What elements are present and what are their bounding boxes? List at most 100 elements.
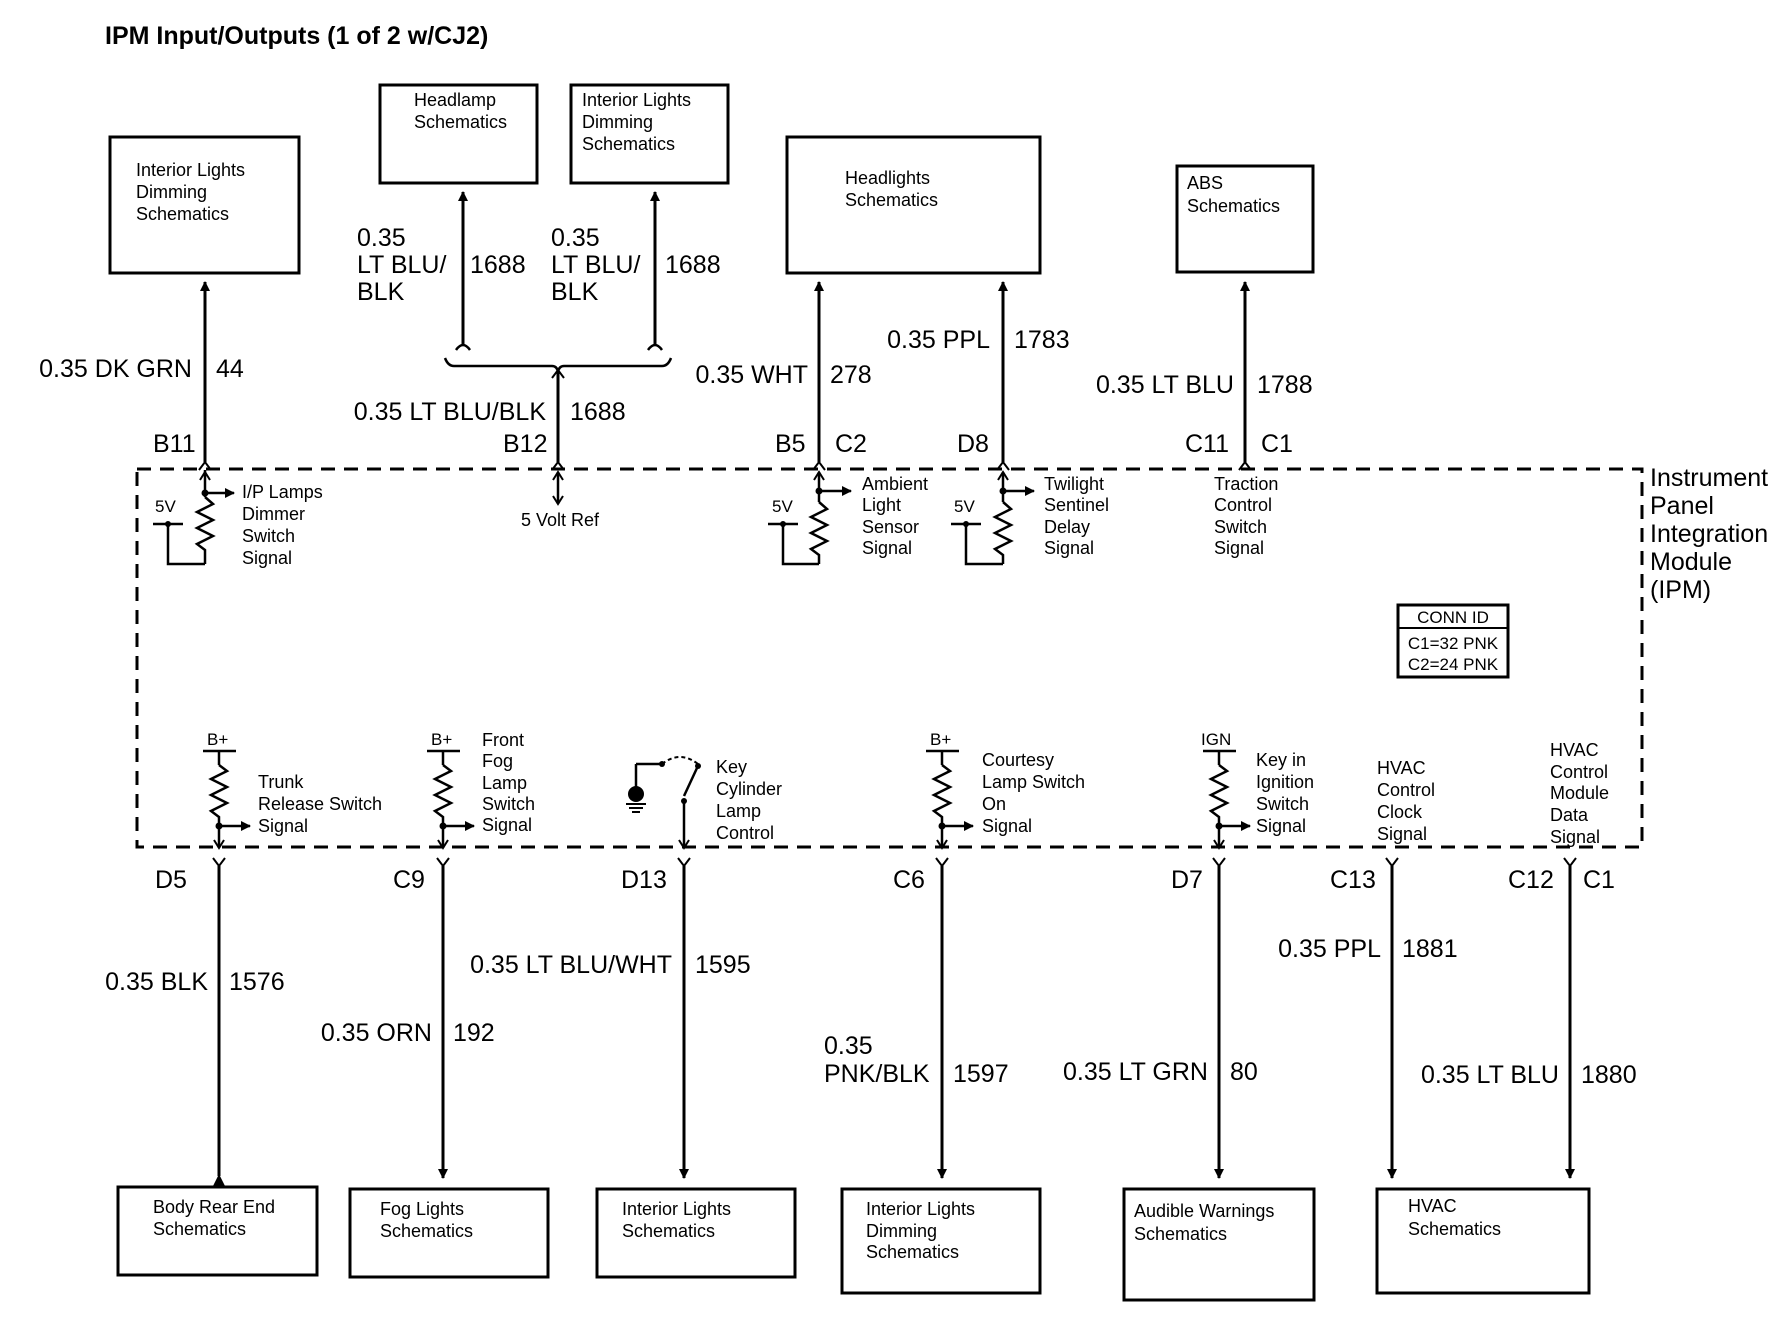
wire-c12	[1563, 857, 1577, 1179]
branch-2-circuit: 1688	[665, 251, 721, 279]
signal-label-hvac-data: HVAC Control Module Data Signal	[1550, 740, 1609, 847]
svg-text:Traction: Traction	[1214, 474, 1278, 494]
svg-text:Ignition: Ignition	[1256, 772, 1314, 792]
svg-text:Dimming: Dimming	[136, 182, 207, 202]
svg-text:Key in: Key in	[1256, 750, 1306, 770]
signal-label-fog: Front Fog Lamp Switch Signal	[482, 730, 535, 835]
branch-1-color-line-3: BLK	[357, 278, 405, 306]
schematic-block-interior-lights-dimming-top-2[interactable]: Interior Lights Dimming Schematics	[569, 83, 730, 185]
schematic-block-interior-lights-dimming-top[interactable]: Interior Lights Dimming Schematics	[108, 135, 301, 275]
svg-text:Control: Control	[1550, 762, 1608, 782]
ambient-light-sensor-circuit	[768, 470, 852, 566]
svg-text:Control: Control	[1377, 780, 1435, 800]
connector-c1-top: C1	[1261, 430, 1293, 458]
svg-text:C2=24 PNK: C2=24 PNK	[1408, 655, 1499, 674]
branch-1-color-line-1: 0.35	[357, 224, 406, 252]
svg-text:Data: Data	[1550, 805, 1589, 825]
svg-text:Schematics: Schematics	[153, 1219, 246, 1239]
wire-circuit-d5: 1576	[229, 968, 285, 996]
wire-color-c13: 0.35 PPL	[1278, 935, 1381, 963]
svg-text:Interior Lights: Interior Lights	[622, 1199, 731, 1219]
schematic-block-audible-warnings[interactable]: Audible Warnings Schematics	[1122, 1187, 1316, 1302]
wire-c13	[1385, 857, 1399, 1179]
signal-label-dimmer: I/P Lamps Dimmer Switch Signal	[242, 482, 323, 568]
supply-label-dimmer: 5V	[155, 497, 176, 516]
schematic-block-body-rear-end[interactable]: Body Rear End Schematics	[116, 1185, 319, 1277]
svg-text:Lamp Switch: Lamp Switch	[982, 772, 1085, 792]
signal-label-courtesy: Courtesy Lamp Switch On Signal	[982, 750, 1085, 836]
wire-b12-splice	[443, 191, 673, 471]
module-label: Instrument Panel Integration Module (IPM…	[1650, 464, 1768, 604]
svg-text:Control: Control	[716, 823, 774, 843]
wire-color-c6-line-1: 0.35	[824, 1032, 873, 1060]
schematic-block-interior-lights[interactable]: Interior Lights Schematics	[595, 1187, 797, 1279]
wire-c6	[935, 857, 949, 1179]
signal-label-key-cylinder: Key Cylinder Lamp Control	[716, 757, 782, 843]
svg-text:Trunk: Trunk	[258, 772, 304, 792]
wire-d7	[1212, 857, 1226, 1179]
svg-text:HVAC: HVAC	[1408, 1196, 1457, 1216]
svg-text:CONN ID: CONN ID	[1417, 608, 1489, 627]
pin-d13: D13	[621, 866, 667, 894]
wire-color-d7: 0.35 LT GRN	[1063, 1058, 1208, 1086]
svg-text:Signal: Signal	[982, 816, 1032, 836]
wire-circuit-b12: 1688	[570, 398, 626, 426]
svg-text:Switch: Switch	[242, 526, 295, 546]
svg-text:Delay: Delay	[1044, 517, 1090, 537]
svg-text:Signal: Signal	[1044, 538, 1094, 558]
svg-text:Panel: Panel	[1650, 492, 1714, 520]
svg-text:Twilight: Twilight	[1044, 474, 1104, 494]
wire-color-d13: 0.35 LT BLU/WHT	[470, 951, 672, 979]
courtesy-lamp-switch-circuit	[926, 749, 974, 850]
wire-circuit-c6: 1597	[953, 1060, 1009, 1088]
svg-text:Schematics: Schematics	[866, 1242, 959, 1262]
svg-text:HVAC: HVAC	[1377, 758, 1426, 778]
schematic-block-interior-lights-dimming-bottom[interactable]: Interior Lights Dimming Schematics	[840, 1187, 1042, 1295]
signal-label-key-in-ignition: Key in Ignition Switch Signal	[1256, 750, 1314, 836]
svg-text:Signal: Signal	[1377, 824, 1427, 844]
svg-text:Schematics: Schematics	[414, 112, 507, 132]
wire-circuit-c12: 1880	[1581, 1061, 1637, 1089]
wire-circuit-c9: 192	[453, 1019, 495, 1047]
svg-text:Audible Warnings: Audible Warnings	[1134, 1201, 1274, 1221]
twilight-sentinel-circuit	[951, 470, 1035, 566]
svg-text:Schematics: Schematics	[582, 134, 675, 154]
svg-text:Switch: Switch	[482, 794, 535, 814]
svg-text:Signal: Signal	[1550, 827, 1600, 847]
connector-c1-bottom: C1	[1583, 866, 1615, 894]
schematic-block-headlamp[interactable]: Headlamp Schematics	[378, 83, 539, 185]
supply-label-trunk: B+	[207, 730, 228, 749]
branch-2-color-line-3: BLK	[551, 278, 599, 306]
signal-label-ambient: Ambient Light Sensor Signal	[862, 474, 928, 558]
svg-text:Lamp: Lamp	[716, 801, 761, 821]
svg-text:Signal: Signal	[1256, 816, 1306, 836]
svg-text:Schematics: Schematics	[380, 1221, 473, 1241]
wire-color-c11: 0.35 LT BLU	[1096, 371, 1234, 399]
svg-text:Schematics: Schematics	[845, 190, 938, 210]
pin-d7: D7	[1171, 866, 1203, 894]
svg-text:Release Switch: Release Switch	[258, 794, 382, 814]
svg-text:HVAC: HVAC	[1550, 740, 1599, 760]
diagram-title: IPM Input/Outputs (1 of 2 w/CJ2)	[105, 22, 488, 50]
svg-text:Interior Lights: Interior Lights	[582, 90, 691, 110]
wire-c9	[436, 857, 450, 1179]
svg-text:Schematics: Schematics	[1134, 1224, 1227, 1244]
signal-label-traction: Traction Control Switch Signal	[1214, 474, 1278, 558]
schematic-block-hvac[interactable]: HVAC Schematics	[1375, 1187, 1591, 1295]
wire-d13	[677, 857, 691, 1179]
svg-text:Interior Lights: Interior Lights	[866, 1199, 975, 1219]
pin-d5: D5	[155, 866, 187, 894]
svg-text:Integration: Integration	[1650, 520, 1768, 548]
wire-circuit-d8: 1783	[1014, 326, 1070, 354]
svg-text:I/P Lamps: I/P Lamps	[242, 482, 323, 502]
supply-label-twilight: 5V	[954, 497, 975, 516]
schematic-block-headlights[interactable]: Headlights Schematics	[785, 135, 1042, 275]
key-cylinder-lamp-circuit	[626, 756, 701, 850]
svg-text:On: On	[982, 794, 1006, 814]
svg-text:Clock: Clock	[1377, 802, 1423, 822]
schematic-block-fog-lights[interactable]: Fog Lights Schematics	[348, 1187, 550, 1279]
svg-text:Light: Light	[862, 495, 901, 515]
schematic-block-abs[interactable]: ABS Schematics	[1175, 164, 1315, 274]
svg-text:Dimming: Dimming	[866, 1221, 937, 1241]
